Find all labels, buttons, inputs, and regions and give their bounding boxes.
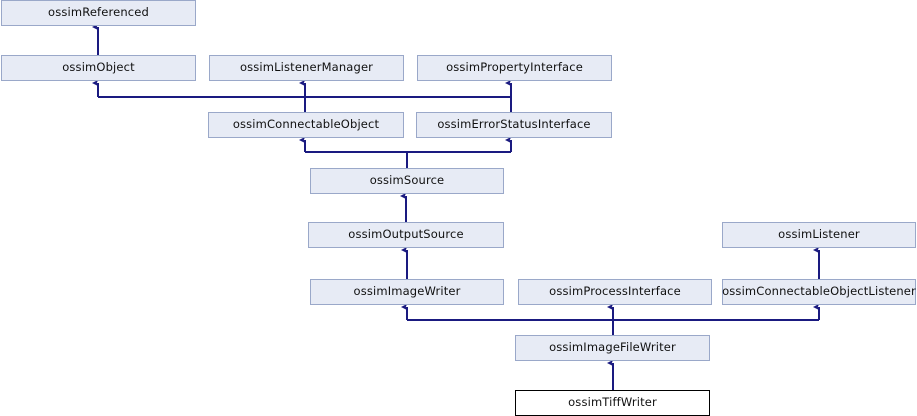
- class-node-ossimListener[interactable]: ossimListener: [722, 222, 916, 248]
- class-node-ossimObject[interactable]: ossimObject: [1, 55, 196, 81]
- class-node-ossimConnectableObject[interactable]: ossimConnectableObject: [208, 112, 404, 138]
- class-node-label: ossimProcessInterface: [549, 284, 681, 299]
- class-node-label: ossimOutputSource: [348, 227, 464, 242]
- class-node-ossimProcessInterface[interactable]: ossimProcessInterface: [518, 279, 712, 305]
- class-node-ossimSource[interactable]: ossimSource: [310, 168, 504, 194]
- class-node-label: ossimListener: [778, 227, 860, 242]
- class-node-label: ossimListenerManager: [239, 60, 374, 75]
- class-node-ossimListenerManager[interactable]: ossimListenerManager: [209, 55, 404, 81]
- class-node-label: ossimErrorStatusInterface: [437, 117, 591, 132]
- class-node-label: ossimConnectableObject: [232, 117, 380, 132]
- class-node-label: ossimReferenced: [48, 5, 149, 20]
- class-node-label: ossimObject: [62, 60, 135, 75]
- class-node-label: ossimConnectableObjectListener: [722, 284, 916, 299]
- class-node-ossimReferenced[interactable]: ossimReferenced: [1, 0, 196, 26]
- class-node-ossimErrorStatusInterface[interactable]: ossimErrorStatusInterface: [416, 112, 612, 138]
- class-node-ossimPropertyInterface[interactable]: ossimPropertyInterface: [417, 55, 612, 81]
- class-node-label: ossimSource: [369, 173, 445, 188]
- class-node-ossimImageFileWriter[interactable]: ossimImageFileWriter: [515, 335, 710, 361]
- class-node-ossimTiffWriter[interactable]: ossimTiffWriter: [515, 390, 710, 416]
- class-node-label: ossimImageFileWriter: [549, 340, 676, 355]
- class-node-ossimOutputSource[interactable]: ossimOutputSource: [308, 222, 504, 248]
- class-node-label: ossimTiffWriter: [568, 395, 657, 410]
- class-node-label: ossimImageWriter: [353, 284, 461, 299]
- class-node-ossimConnectableObjectListener[interactable]: ossimConnectableObjectListener: [722, 279, 916, 305]
- class-node-label: ossimPropertyInterface: [446, 60, 583, 75]
- class-node-ossimImageWriter[interactable]: ossimImageWriter: [310, 279, 504, 305]
